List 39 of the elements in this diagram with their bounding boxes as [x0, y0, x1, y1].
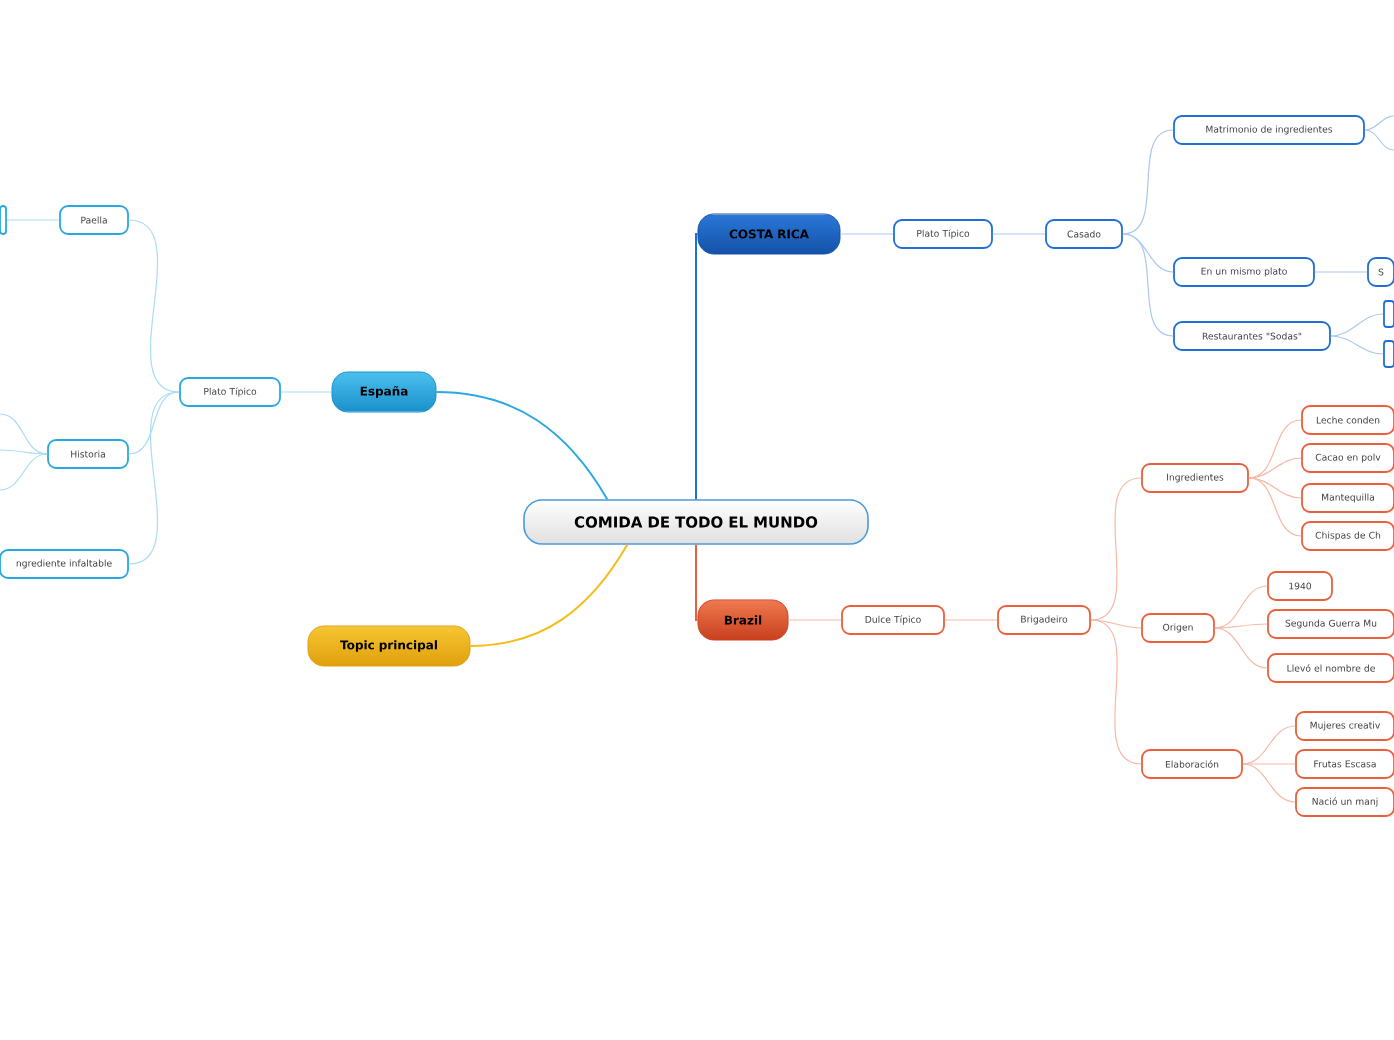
connector-line — [1090, 477, 1142, 621]
connector-line — [0, 453, 48, 491]
connector-line — [1248, 457, 1302, 479]
connector-line — [1242, 763, 1296, 765]
connector-line — [280, 391, 333, 393]
connector-line — [1330, 313, 1384, 337]
connector-line — [128, 391, 180, 455]
connector-line — [1242, 725, 1296, 765]
connector-line — [1214, 623, 1268, 629]
connector-line — [1248, 419, 1302, 479]
connector-line — [469, 543, 629, 647]
connector-line — [0, 449, 48, 455]
connector-line — [944, 619, 998, 621]
connector-line — [1330, 335, 1384, 355]
connector-line — [0, 413, 48, 455]
connector-line — [1090, 619, 1142, 629]
connector-line — [1122, 233, 1174, 337]
connector-line — [128, 391, 180, 565]
connector-line — [1214, 585, 1268, 629]
connector-line — [128, 219, 180, 393]
connector-line — [1248, 477, 1302, 537]
connector-line — [6, 219, 60, 221]
connector-line — [1314, 271, 1368, 273]
connector-line — [1090, 619, 1142, 765]
connector-line — [992, 233, 1046, 235]
connector-line — [1122, 129, 1174, 235]
connector-line — [695, 543, 699, 621]
connector-line — [1364, 129, 1394, 151]
connector-line — [1214, 627, 1268, 669]
connector-line — [1364, 115, 1394, 131]
empty-box — [0, 205, 7, 235]
connector-line — [1242, 763, 1296, 803]
connector-line — [435, 391, 609, 501]
connector-line — [695, 233, 699, 501]
connector-line — [1122, 233, 1174, 273]
connector-line — [839, 233, 894, 235]
connector-line — [787, 619, 842, 621]
empty-box — [1383, 340, 1394, 368]
empty-box — [1383, 300, 1394, 328]
